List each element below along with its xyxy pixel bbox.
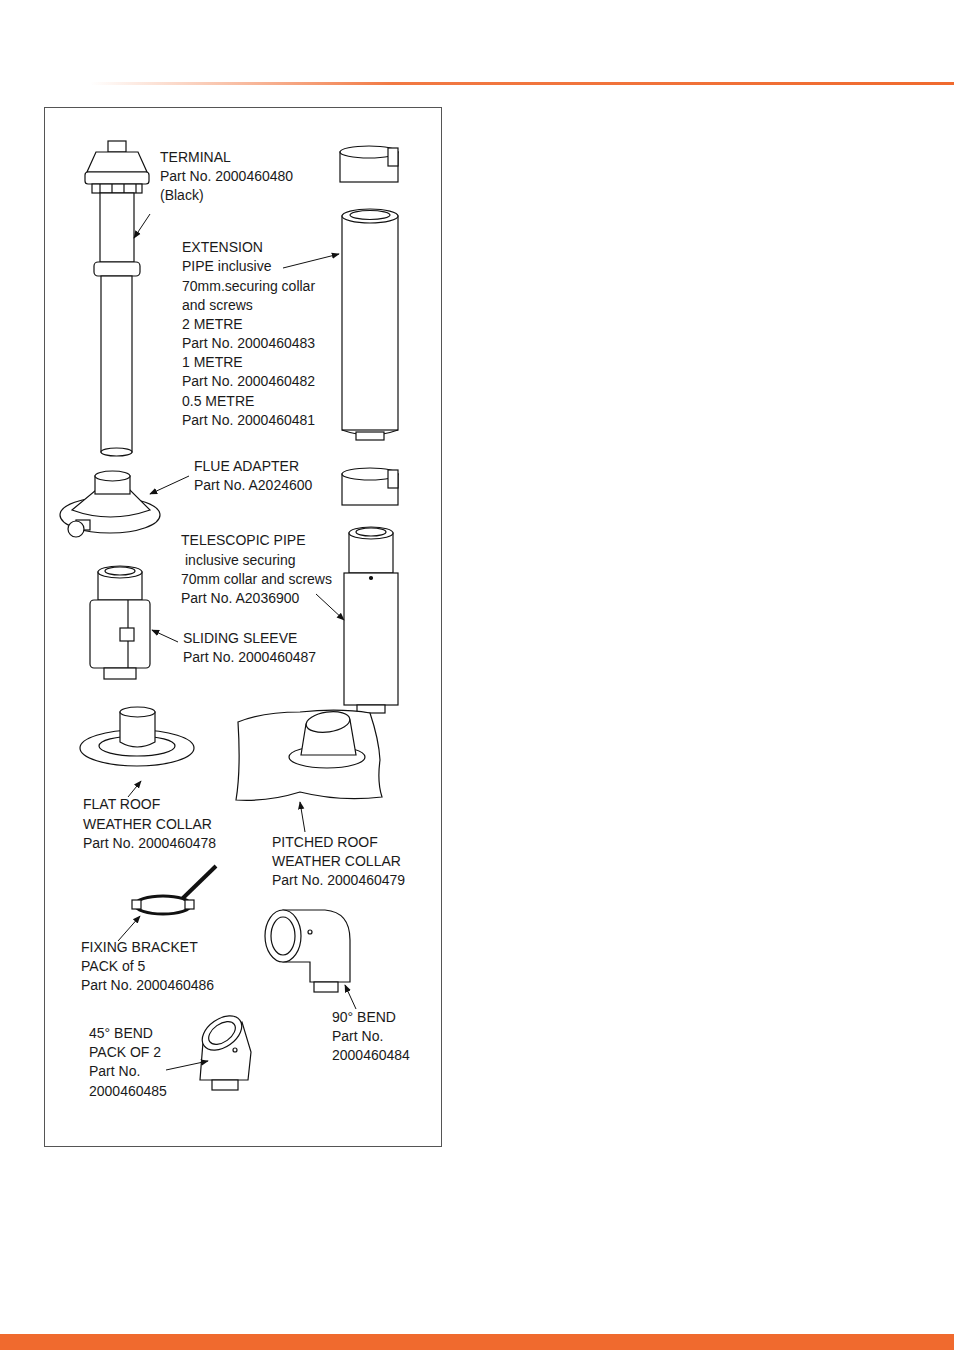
part-label: FLAT ROOF xyxy=(83,795,160,814)
part-label: Part No. A2036900 xyxy=(181,589,299,608)
part-label: TELESCOPIC PIPE xyxy=(181,531,305,550)
part-label: Part No. 2000460481 xyxy=(182,411,315,430)
part-label: TERMINAL xyxy=(160,148,231,167)
part-label: PIPE inclusive xyxy=(182,257,271,276)
part-label: Part No. 2000460480 xyxy=(160,167,293,186)
part-label: Part No. 2000460483 xyxy=(182,334,315,353)
part-label: 70mm.securing collar xyxy=(182,277,315,296)
part-label: 45° BEND xyxy=(89,1024,153,1043)
part-label: Part No. xyxy=(332,1027,383,1046)
part-label: 2 METRE xyxy=(182,315,243,334)
part-label: Part No. 2000460478 xyxy=(83,834,216,853)
part-label: inclusive securing xyxy=(185,551,296,570)
part-label: 2000460485 xyxy=(89,1082,167,1101)
part-label: Part No. 2000460479 xyxy=(272,871,405,890)
part-label: FLUE ADAPTER xyxy=(194,457,299,476)
part-label: 1 METRE xyxy=(182,353,243,372)
part-label: 2000460484 xyxy=(332,1046,410,1065)
part-label: Part No. xyxy=(89,1062,140,1081)
part-label: SLIDING SLEEVE xyxy=(183,629,297,648)
part-label: PACK of 5 xyxy=(81,957,145,976)
part-label: 0.5 METRE xyxy=(182,392,254,411)
part-label: and screws xyxy=(182,296,253,315)
part-label: Part No. 2000460487 xyxy=(183,648,316,667)
part-label: WEATHER COLLAR xyxy=(272,852,401,871)
part-label: PACK OF 2 xyxy=(89,1043,161,1062)
part-label: (Black) xyxy=(160,186,204,205)
part-label: FIXING BRACKET xyxy=(81,938,198,957)
part-label: PITCHED ROOF xyxy=(272,833,378,852)
part-label: Part No. 2000460482 xyxy=(182,372,315,391)
part-label: Part No. A2024600 xyxy=(194,476,312,495)
part-label: WEATHER COLLAR xyxy=(83,815,212,834)
part-label: Part No. 2000460486 xyxy=(81,976,214,995)
part-label: EXTENSION xyxy=(182,238,263,257)
part-label: 70mm collar and screws xyxy=(181,570,332,589)
part-label: 90° BEND xyxy=(332,1008,396,1027)
